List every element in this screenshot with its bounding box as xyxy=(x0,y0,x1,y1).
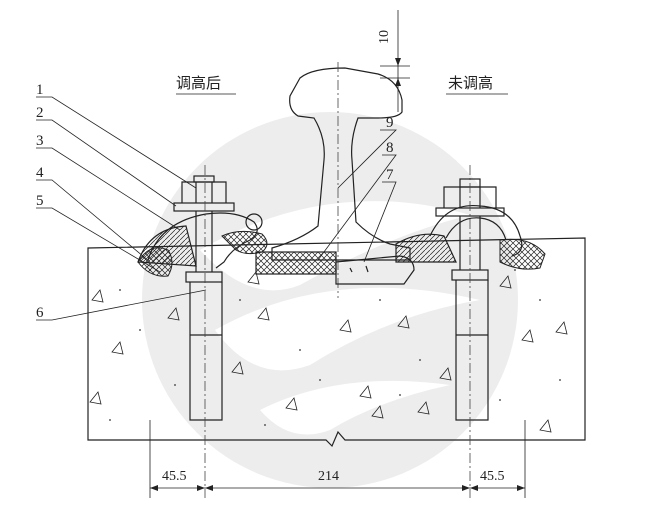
watermark-logo xyxy=(142,112,518,488)
callout-9: 9 xyxy=(386,115,394,131)
right-fastener xyxy=(395,165,546,498)
callout-7: 7 xyxy=(386,167,394,183)
title-before-adjust: 未调高 xyxy=(448,74,493,92)
rail xyxy=(271,62,411,298)
dimension-top: 10 xyxy=(377,30,392,44)
callout-3: 3 xyxy=(36,133,44,149)
title-after-adjust: 调高后 xyxy=(176,74,221,92)
concrete-sleeper xyxy=(87,237,586,448)
callout-2: 2 xyxy=(36,105,44,121)
top-dimension xyxy=(380,10,410,112)
rubber-pad xyxy=(255,251,337,275)
left-fastener xyxy=(137,165,268,498)
leader-lines xyxy=(36,96,397,321)
dimension-middle: 214 xyxy=(318,469,339,484)
dimension-right: 45.5 xyxy=(480,469,505,484)
callout-4: 4 xyxy=(36,165,44,181)
callout-5: 5 xyxy=(36,193,44,209)
callout-1: 1 xyxy=(36,82,44,98)
dimension-left: 45.5 xyxy=(162,469,187,484)
callout-8: 8 xyxy=(386,140,394,156)
callout-6: 6 xyxy=(36,305,44,321)
bottom-dimensions xyxy=(149,420,526,498)
